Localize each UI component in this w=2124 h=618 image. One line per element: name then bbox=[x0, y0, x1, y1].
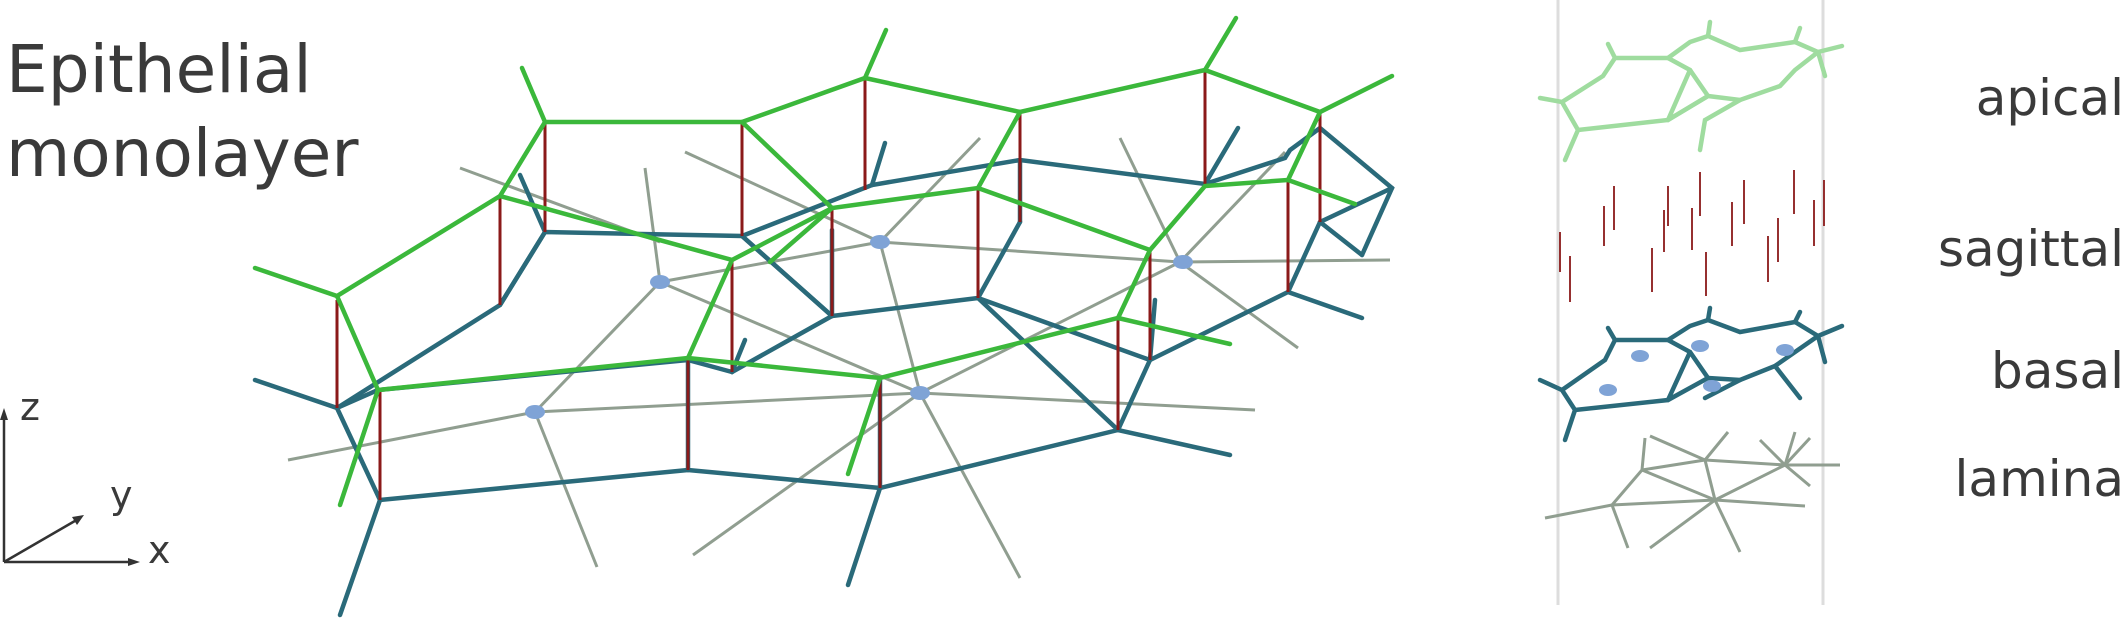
nucleus bbox=[1599, 384, 1617, 396]
z-axis-arrowhead bbox=[0, 408, 8, 420]
lamina-label: lamina bbox=[1955, 450, 2124, 508]
nucleus bbox=[1691, 340, 1709, 352]
x-axis-arrowhead bbox=[128, 558, 140, 566]
legend-panel: apical sagittal basal lamina bbox=[1537, 0, 2124, 605]
y-axis-arrowhead bbox=[72, 515, 84, 525]
nucleus bbox=[525, 405, 545, 419]
nucleus bbox=[1776, 344, 1794, 356]
basal-legend-nuclei bbox=[1599, 340, 1794, 396]
nuclei bbox=[525, 235, 1193, 419]
lamina-legend-swatch bbox=[1544, 431, 1840, 553]
y-axis-label: y bbox=[110, 473, 133, 517]
sagittal-edges bbox=[335, 72, 1322, 500]
z-axis-label: z bbox=[20, 385, 40, 429]
nucleus bbox=[870, 235, 890, 249]
apical-legend-swatch bbox=[1537, 19, 1845, 163]
sagittal-label: sagittal bbox=[1938, 220, 2124, 278]
coordinate-axes bbox=[0, 408, 140, 566]
title-line-1: Epithelial bbox=[6, 31, 312, 108]
sagittal-legend-swatch bbox=[1559, 170, 1825, 302]
nucleus bbox=[1703, 380, 1721, 392]
diagram-title: Epithelial monolayer bbox=[6, 28, 358, 196]
title-line-2: monolayer bbox=[6, 115, 359, 192]
nucleus bbox=[650, 275, 670, 289]
x-axis-label: x bbox=[148, 528, 171, 572]
basal-legend-swatch bbox=[1537, 305, 1845, 443]
apical-label: apical bbox=[1976, 69, 2124, 127]
apical-network bbox=[252, 15, 1395, 508]
basal-label: basal bbox=[1991, 342, 2124, 400]
y-axis bbox=[3, 516, 81, 564]
nucleus bbox=[1173, 255, 1193, 269]
lamina-network bbox=[287, 136, 1391, 579]
nucleus bbox=[910, 386, 930, 400]
nucleus bbox=[1631, 350, 1649, 362]
